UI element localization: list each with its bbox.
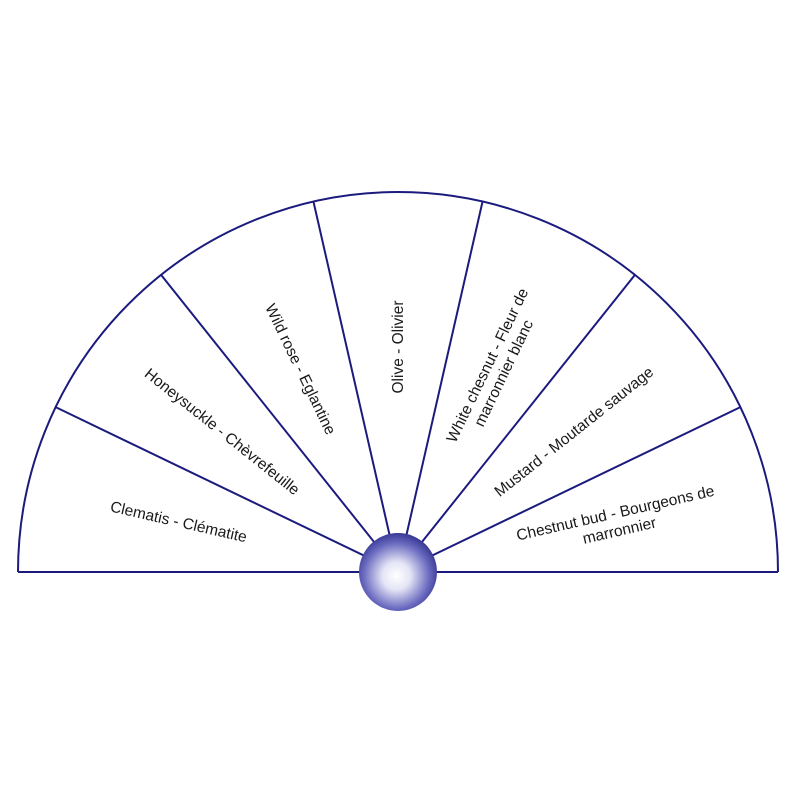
segment-dividers: [55, 201, 741, 573]
segment-label: Olive - Olivier: [390, 300, 407, 393]
segment-label-line: Wild rose - Eglantine: [261, 301, 338, 437]
segment-divider: [312, 201, 399, 573]
segment-divider: [160, 274, 399, 573]
segment-label: Honeysuckle - Chèvrefeuille: [141, 365, 302, 499]
segment-label-line: Mustard - Moutarde sauvage: [491, 364, 657, 501]
segment-divider: [55, 406, 399, 573]
pendulum-center-knob: [359, 533, 437, 611]
segment-label: White chesnut - Fleur demarronnier blanc: [444, 286, 549, 453]
segment-divider: [397, 201, 484, 573]
segment-label: Chestnut bud - Bourgeons demarronnier: [515, 483, 720, 562]
segment-label-line: Clematis - Clématite: [109, 499, 249, 547]
segment-divider: [397, 274, 636, 573]
segment-label: Clematis - Clématite: [109, 499, 249, 547]
segment-label: Wild rose - Eglantine: [261, 301, 338, 437]
semicircle-outline: [17, 191, 779, 573]
segment-label-line: Olive - Olivier: [390, 300, 407, 393]
segment-label-line: Honeysuckle - Chèvrefeuille: [141, 365, 302, 499]
segment-divider: [397, 406, 741, 573]
segment-label: Mustard - Moutarde sauvage: [491, 364, 657, 501]
